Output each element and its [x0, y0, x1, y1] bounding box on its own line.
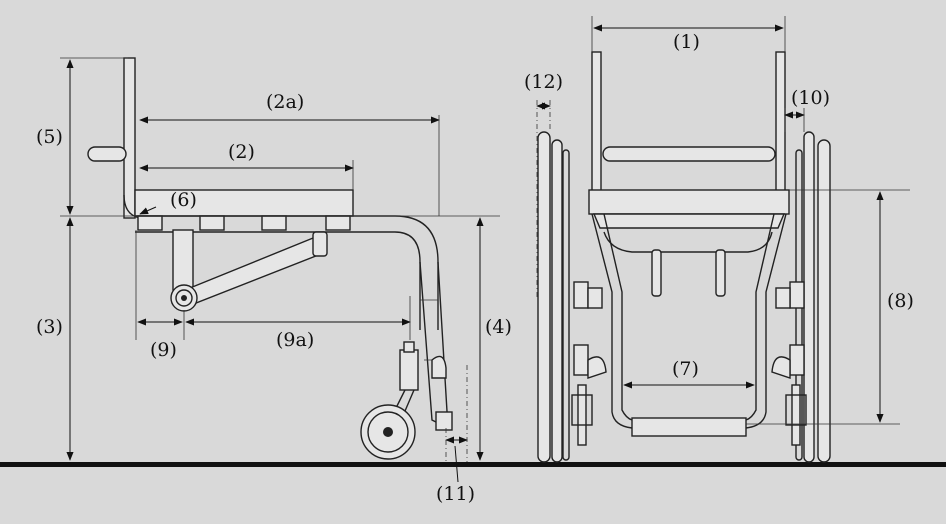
label-9a: (9a) [276, 329, 314, 351]
label-4: (4) [485, 316, 512, 338]
side-caster-wheel [360, 404, 416, 460]
label-1: (1) [673, 31, 700, 53]
label-8: (8) [887, 290, 914, 312]
side-view: (2a) (2) (5) (6) (3) (4) (9) (9a) (11) [36, 57, 512, 505]
front-left-caster [571, 344, 607, 446]
front-seat-sling [603, 231, 773, 253]
side-diagonal-brace [183, 235, 327, 304]
label-12: (12) [524, 71, 563, 93]
side-seat-straps [137, 215, 351, 231]
label-9: (9) [150, 339, 177, 361]
label-2a: (2a) [266, 91, 304, 113]
side-push-handle [87, 146, 127, 162]
front-seat [588, 189, 790, 215]
front-view: (1) (12) (10) (8) (7) [524, 16, 914, 463]
label-2: (2) [228, 141, 255, 163]
label-11: (11) [436, 483, 475, 505]
label-6: (6) [170, 189, 197, 211]
front-left-post [591, 51, 602, 193]
front-frame-right [745, 213, 787, 429]
front-frame-left [591, 213, 633, 429]
side-axle-tube [172, 229, 194, 291]
front-right-caster [771, 344, 807, 446]
label-7: (7) [672, 358, 699, 380]
side-caster-housing [399, 349, 419, 391]
front-left-wheel [537, 131, 570, 463]
front-right-post [775, 51, 786, 193]
label-5: (5) [36, 126, 63, 148]
side-backrest-post [123, 57, 136, 219]
label-10: (10) [791, 87, 830, 109]
label-3: (3) [36, 316, 63, 338]
side-front-frame [419, 261, 449, 430]
front-footplate [631, 417, 747, 437]
side-axle-nut [170, 284, 198, 312]
side-seat [134, 189, 354, 217]
front-handle-bar [602, 146, 776, 162]
side-footrest [435, 411, 453, 431]
ground-line [0, 462, 946, 467]
